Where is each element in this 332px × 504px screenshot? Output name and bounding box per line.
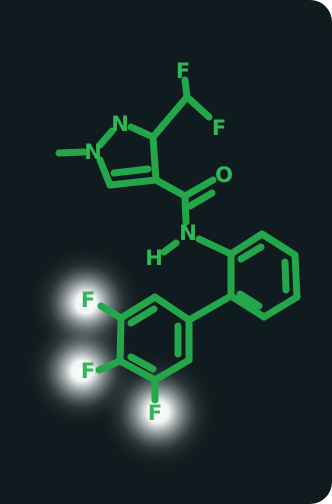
bond-pyrazole-chf2 [149, 93, 191, 141]
atom-n-ring-top: N [111, 112, 129, 136]
bond-n-phenyl [195, 235, 235, 258]
bond-pyrazole-c4-c3 [149, 133, 160, 184]
bond-cf-middle [95, 357, 124, 374]
bond-aryl-double-b [127, 353, 157, 373]
bond-aryl-2 [117, 293, 159, 322]
atom-f-aryl-top: F [81, 288, 95, 312]
bond-phenyl-double-b [281, 258, 290, 294]
bond-carbonyl-n [181, 192, 190, 226]
bond-phenyl-double-c [236, 290, 263, 310]
bond-aryl-3 [116, 314, 125, 365]
bond-pyrazole-n1-c5 [96, 156, 114, 189]
bond-cf-top [97, 302, 125, 322]
bond-phenyl-double-a [237, 243, 265, 263]
atom-n-amide: N [179, 221, 197, 245]
bond-aryl-4 [116, 357, 159, 384]
bond-pyrazole-n2-n1 [96, 127, 116, 149]
atom-o-carbonyl: O [215, 163, 233, 187]
bond-phenyl-2 [258, 230, 299, 259]
bond-biaryl [185, 292, 235, 324]
bond-pyrazole-c3-n2 [127, 123, 157, 141]
bond-phenyl-1 [227, 230, 266, 258]
bond-n-h [160, 239, 180, 256]
bond-phenyl-5 [227, 292, 268, 321]
bond-carbonyl-o-double [186, 189, 216, 210]
bond-methyl [55, 148, 88, 157]
atom-f-aryl-middle: F [81, 359, 95, 383]
glow-halo-bottom [98, 352, 218, 472]
bond-c4-carbonyl [152, 176, 189, 200]
bond-chf2-f-right [183, 93, 213, 121]
bond-carbonyl-o [181, 176, 217, 200]
bond-phenyl-4 [260, 293, 301, 321]
fluorine-glow-group [24, 245, 218, 472]
atom-f-top: F [176, 59, 190, 83]
bond-aryl-5 [151, 356, 193, 384]
atom-h-amide: H [145, 246, 163, 270]
bond-aryl-double-a [127, 305, 158, 327]
bond-aryl-1 [151, 293, 193, 324]
atom-f-right: F [212, 116, 226, 140]
bonds [55, 76, 301, 404]
atom-n-ring-methyl: N [84, 140, 102, 164]
bond-pyrazole-c5-c4 [106, 176, 160, 189]
bond-phenyl-3 [291, 251, 301, 301]
atom-f-aryl-bottom: F [148, 401, 162, 425]
bond-pyrazole-c5-c4-double [110, 165, 152, 177]
